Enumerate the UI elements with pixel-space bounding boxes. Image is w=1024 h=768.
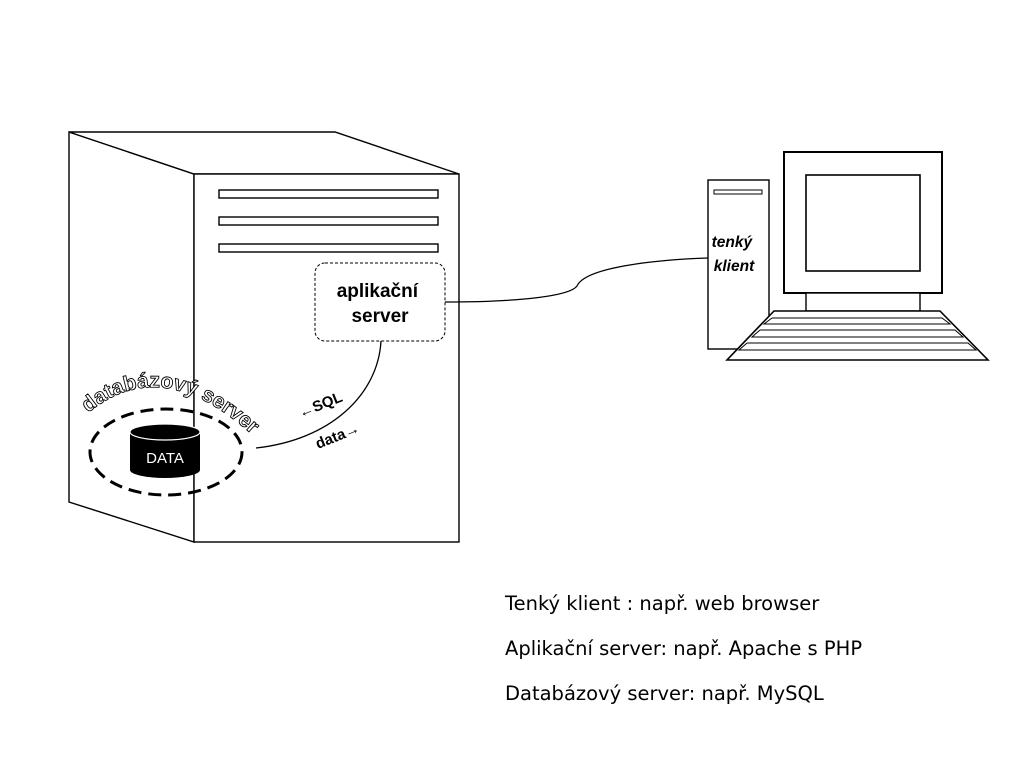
keyboard-row-3 — [737, 342, 978, 351]
application-server-label: aplikační server — [337, 281, 424, 327]
legend-database-server: Databázový server: např. MySQL — [505, 682, 824, 705]
data-store: DATA — [129, 423, 201, 478]
legend-application-server: Aplikační server: např. Apache s PHP — [505, 637, 863, 660]
pc-tower — [707, 179, 770, 350]
drive-bay-3 — [218, 243, 439, 253]
keyboard-row-2 — [750, 329, 965, 338]
application-server-label-line2: server — [351, 306, 409, 327]
application-server-label-line1: aplikační — [337, 281, 419, 302]
database-server-boundary — [88, 407, 244, 497]
thin-client-label-line1: tenký — [712, 234, 754, 251]
server-cabinet — [68, 131, 460, 543]
application-server-box — [314, 262, 446, 342]
network-connection-line — [444, 257, 709, 303]
thin-client-label-line2: klient — [714, 258, 755, 275]
monitor-stand — [805, 292, 921, 312]
server-side-panel — [68, 131, 195, 543]
thin-client-computer — [707, 151, 990, 361]
legend-thin-client: Tenký klient : např. web browser — [505, 592, 820, 615]
keyboard — [725, 310, 990, 361]
monitor-screen — [805, 174, 921, 272]
pc-tower-drive-slot — [713, 189, 763, 195]
drive-bay-1 — [218, 189, 439, 199]
sql-connection-line — [255, 340, 382, 449]
drive-bay-2 — [218, 216, 439, 226]
legend: Tenký klient : např. web browser Aplikač… — [505, 594, 862, 729]
server-front-panel — [193, 173, 460, 543]
data-store-cylinder — [130, 432, 200, 478]
thin-client-label: tenký klient — [712, 234, 757, 275]
application-server: aplikační server — [314, 262, 446, 342]
data-store-label: DATA — [146, 450, 184, 467]
keyboard-row-1 — [762, 317, 952, 325]
data-store-top — [129, 423, 201, 441]
